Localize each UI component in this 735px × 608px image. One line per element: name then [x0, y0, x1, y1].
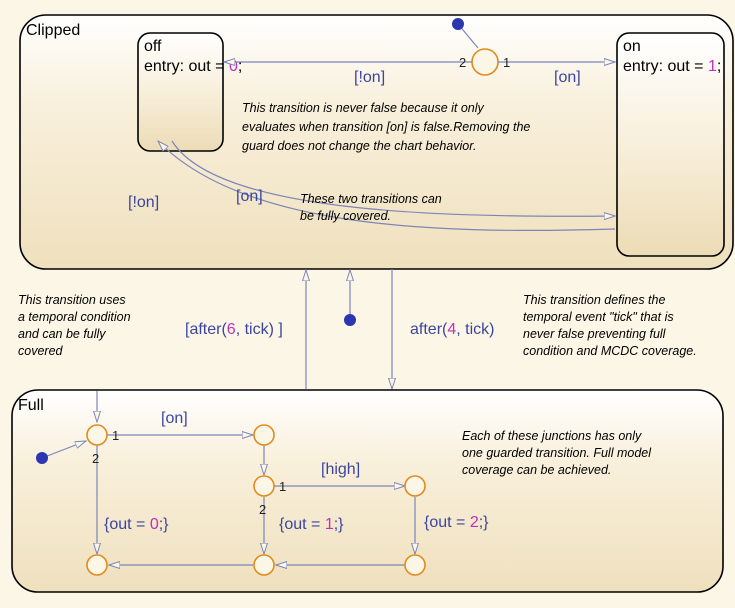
off-entry-action: entry: out = 0; — [144, 58, 242, 75]
label-on-top: [on] — [554, 69, 581, 86]
on-state-name: on — [623, 38, 641, 55]
full-junction-4[interactable] — [404, 475, 426, 497]
full-title: Full — [18, 397, 44, 414]
full-junction-2[interactable] — [253, 424, 275, 446]
note-guarded-junctions: Each of these junctions has only one gua… — [462, 429, 655, 477]
label-not-on-left: [!on] — [128, 194, 159, 211]
default-dot-chart — [344, 314, 356, 326]
default-transition-full[interactable] — [41, 441, 86, 459]
default-dot-full — [36, 452, 48, 464]
action-out-2: {out = 2;} — [424, 514, 489, 531]
action-out-0: {out = 0;} — [104, 516, 169, 533]
note-fully-covered: These two transitions can be fully cover… — [300, 192, 445, 223]
label-on-mid: [on] — [236, 188, 263, 205]
full-junction-6[interactable] — [253, 554, 275, 576]
note-tick-event: This transition defines the temporal eve… — [523, 293, 697, 358]
label-after-6-tick: [after(6, tick) ] — [185, 321, 283, 338]
full-junction-3[interactable] — [253, 475, 275, 497]
full-branch-2a: 2 — [92, 451, 99, 466]
label-after-4-tick: after(4, tick) — [410, 321, 494, 338]
transition-off-to-on-on[interactable] — [171, 140, 615, 216]
full-state[interactable]: Full — [11, 389, 724, 593]
transition-on-to-off-not-on[interactable] — [158, 141, 616, 232]
on-entry-action: entry: out = 1; — [623, 58, 721, 75]
action-out-1: {out = 1;} — [279, 516, 344, 533]
full-junction-1[interactable] — [86, 424, 108, 446]
off-state[interactable]: off entry: out = 0; — [137, 32, 242, 152]
label-not-on-top: [!on] — [354, 69, 385, 86]
label-on-full: [on] — [161, 410, 188, 427]
on-state[interactable]: on entry: out = 1; — [616, 32, 725, 257]
full-junction-7[interactable] — [404, 554, 426, 576]
full-junction-5[interactable] — [86, 554, 108, 576]
full-branch-1a: 1 — [112, 428, 119, 443]
default-dot-clipped — [452, 18, 464, 30]
note-temporal-condition: This transition uses a temporal conditio… — [18, 293, 134, 358]
branch-order-1: 1 — [503, 55, 510, 70]
off-state-name: off — [144, 38, 162, 55]
branch-order-2: 2 — [459, 55, 466, 70]
note-guard-never-false: This transition is never false because i… — [242, 101, 534, 153]
label-high: [high] — [321, 461, 360, 478]
clipped-junction[interactable] — [471, 48, 499, 76]
clipped-title: Clipped — [26, 22, 80, 39]
full-branch-1b: 1 — [279, 479, 286, 494]
full-branch-2b: 2 — [259, 502, 266, 517]
